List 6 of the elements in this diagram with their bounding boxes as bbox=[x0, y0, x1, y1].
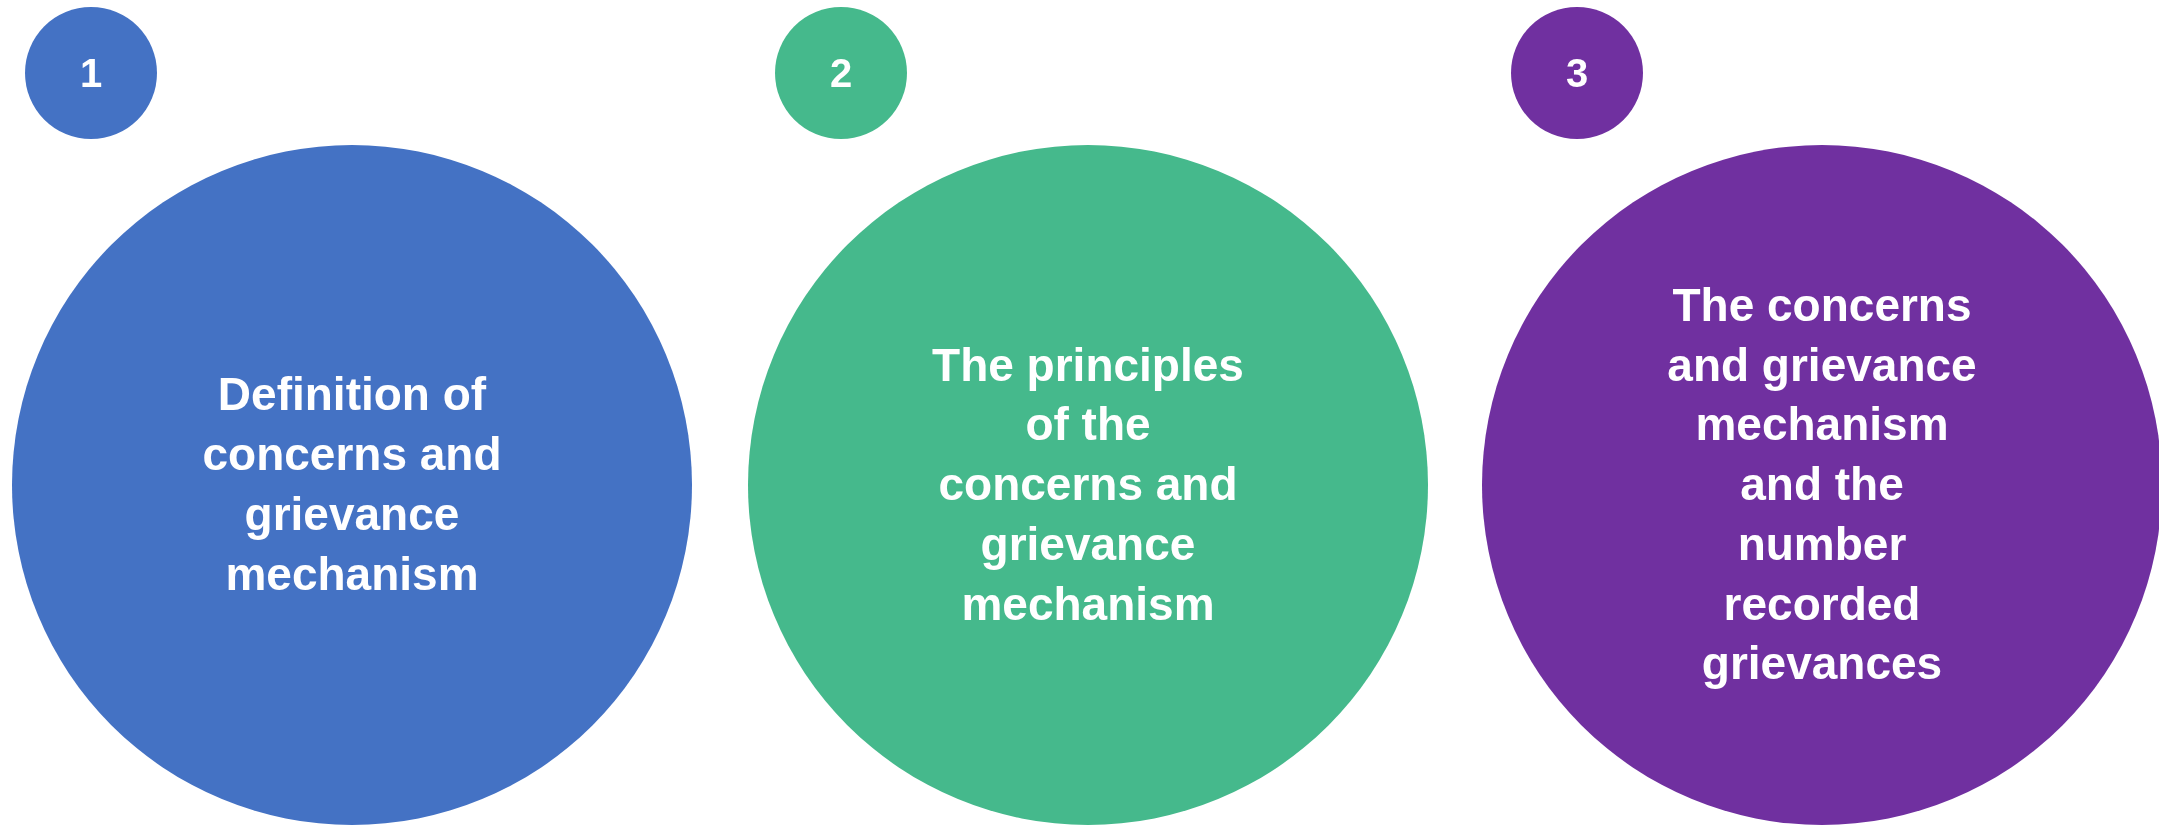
topic-text: Definition of concerns and grievance mechanism bbox=[201, 367, 503, 602]
step-number: 1 bbox=[79, 50, 103, 97]
topic-text: The principles of the concerns and grievance mechanism bbox=[931, 337, 1245, 632]
step-number: 3 bbox=[1565, 50, 1589, 97]
topic-text: The concerns and grievance mechanism and the number recorded grievances bbox=[1666, 277, 1978, 692]
step-number: 2 bbox=[829, 50, 853, 97]
